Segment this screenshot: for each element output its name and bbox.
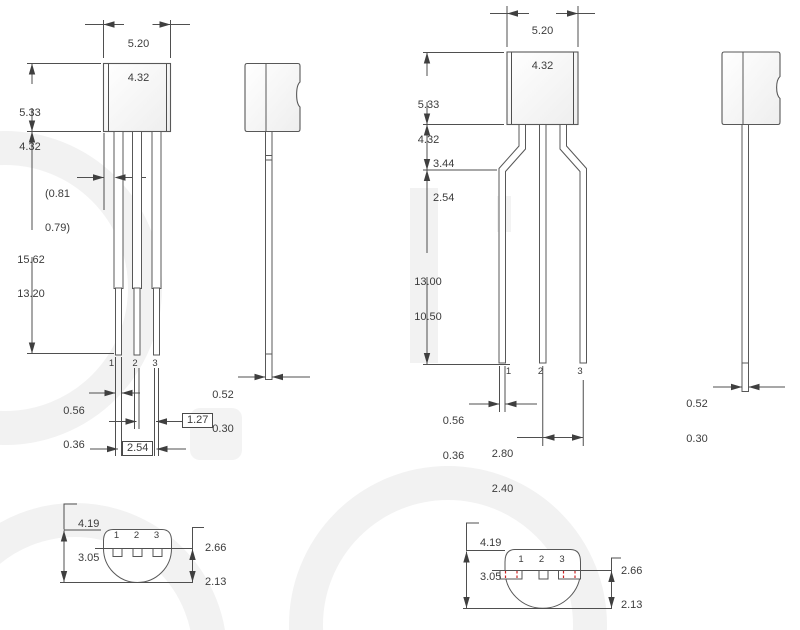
pin-label-3: 3 — [559, 554, 565, 565]
bottom-view-formed-leads — [463, 522, 621, 609]
dim-lead-length-straight: 15.62 13.20 — [17, 253, 45, 300]
pin-label-3: 3 — [577, 365, 583, 377]
pin-label-1: 1 — [518, 554, 524, 565]
dim-lead-thickness-formed: 0.52 0.30 — [686, 398, 708, 445]
dim-body-to-lead: (0.81 0.79) — [44, 187, 71, 234]
dim-lead-length-formed: 13.00 10.50 — [414, 276, 442, 323]
pin-label-3: 3 — [153, 529, 160, 541]
pin-label-3: 3 — [152, 357, 158, 369]
side-view-straight-lead — [238, 62, 310, 381]
front-view-straight-leads — [27, 20, 190, 456]
dim-lead-width-straight: 0.56 0.36 — [63, 404, 85, 451]
dim-face-to-lead-formed: 2.66 2.13 — [621, 564, 643, 611]
dim-body-depth-straight: 4.19 3.05 — [78, 517, 100, 564]
front-view-formed-leads — [423, 6, 595, 446]
dim-body-width-straight: 5.20 4.32 — [127, 37, 150, 84]
pin-label-1: 1 — [113, 529, 120, 541]
dim-body-depth-formed: 4.19 3.05 — [480, 536, 502, 583]
pin-label-2: 2 — [537, 365, 544, 377]
pin-label-2: 2 — [538, 554, 545, 565]
pin-label-1: 1 — [108, 357, 115, 369]
dim-body-height-formed: 5.33 4.32 — [417, 99, 440, 146]
dim-lead-span-straight: 2.54 — [122, 441, 154, 456]
pin-label-2: 2 — [132, 357, 138, 369]
dim-lead-thickness-straight: 0.52 0.30 — [212, 388, 234, 435]
pin-label-2: 2 — [133, 529, 140, 541]
bottom-view-straight-leads — [60, 503, 204, 583]
watermark — [0, 131, 607, 630]
dim-shoulder-height: 3.44 2.54 — [433, 157, 455, 204]
dim-body-height-straight: 5.33 4.32 — [19, 106, 41, 153]
dim-face-to-lead-straight: 2.66 2.13 — [205, 541, 227, 588]
dim-lead-width-formed: 0.56 0.36 — [442, 415, 465, 462]
side-view-formed-lead — [713, 51, 785, 392]
dim-lead-pitch-straight: 1.27 — [182, 413, 214, 428]
dim-lead-pitch-formed: 2.80 2.40 — [491, 448, 514, 495]
pin-label-1: 1 — [505, 365, 512, 377]
dim-body-width-formed: 5.20 4.32 — [531, 25, 554, 72]
